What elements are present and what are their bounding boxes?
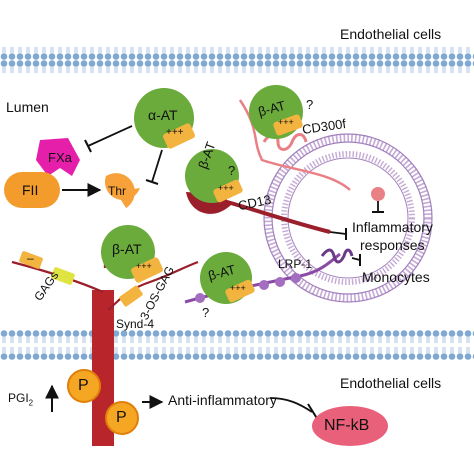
- phospho-circle-2: [105, 401, 139, 435]
- lrp1-label: LRP-1: [278, 257, 313, 271]
- synd4-label: Synd-4: [116, 317, 155, 331]
- gag-block-left: [19, 251, 43, 269]
- gag-block-mid: [51, 267, 75, 285]
- beta-at-lrp1-charges: +++: [230, 283, 246, 293]
- os-gag-block: [119, 285, 143, 307]
- fxa-label: FXa: [48, 150, 72, 165]
- responses-label: responses: [360, 237, 425, 253]
- alpha-at-charges: +++: [166, 127, 184, 138]
- beta-at-cd300f-charges: +++: [278, 117, 294, 127]
- alpha-at-label: α-AT: [148, 107, 178, 123]
- alpha-at-inhibit-fxa: [87, 125, 133, 147]
- synd4-receptor: [92, 290, 114, 446]
- anti-inhibition: [269, 397, 313, 413]
- pgi2-text: PGI: [8, 391, 29, 405]
- lumen-label: Lumen: [6, 99, 49, 115]
- thr-label: Thr: [108, 184, 126, 198]
- monocyte-wave: [320, 248, 354, 264]
- fxa-protein: [36, 138, 80, 176]
- monocytes-label: Monocytes: [362, 269, 430, 285]
- beta-at-gag-label: β-AT: [112, 241, 142, 257]
- phospho-label-1: P: [78, 377, 89, 394]
- bottom-membrane-label: Endothelial cells: [340, 375, 442, 391]
- beta-at-cd13-charges: +++: [218, 183, 234, 193]
- inflammatory-label: Inflammatory: [352, 219, 433, 235]
- cd300f-node: [371, 187, 385, 201]
- alpha-at-charge-box: [163, 123, 195, 149]
- question-cd300f: ?: [306, 97, 314, 112]
- thr-protein: [104, 173, 140, 208]
- nfkb-shape: [312, 406, 388, 446]
- os-gag-chain: [107, 260, 199, 311]
- cd13-inhibition: [329, 231, 347, 235]
- cd13-receptor: [219, 198, 331, 234]
- nfkb-label: NF-kB: [324, 417, 370, 434]
- anti-inflammatory-label: Anti-inflammatory: [168, 392, 277, 408]
- top-membrane: [0, 43, 474, 73]
- beta-at-gag-charges: +++: [136, 261, 152, 271]
- fii-label: FII: [22, 182, 39, 198]
- top-membrane-label: Endothelial cells: [340, 26, 442, 42]
- phospho-label-2: P: [116, 409, 127, 426]
- lrp1-inhibition: [351, 257, 361, 261]
- pgi2-subscript: 2: [28, 398, 34, 408]
- gag-minus: –: [27, 251, 34, 265]
- phospho-circle-1: [67, 369, 101, 403]
- pgi2-label: PGI2: [8, 392, 33, 407]
- alpha-at-inhibit-thr: [151, 149, 163, 183]
- question-cd13: ?: [228, 163, 236, 178]
- question-lrp1: ?: [202, 305, 210, 320]
- fii-protein: [4, 172, 60, 208]
- bottom-membrane: [0, 330, 474, 360]
